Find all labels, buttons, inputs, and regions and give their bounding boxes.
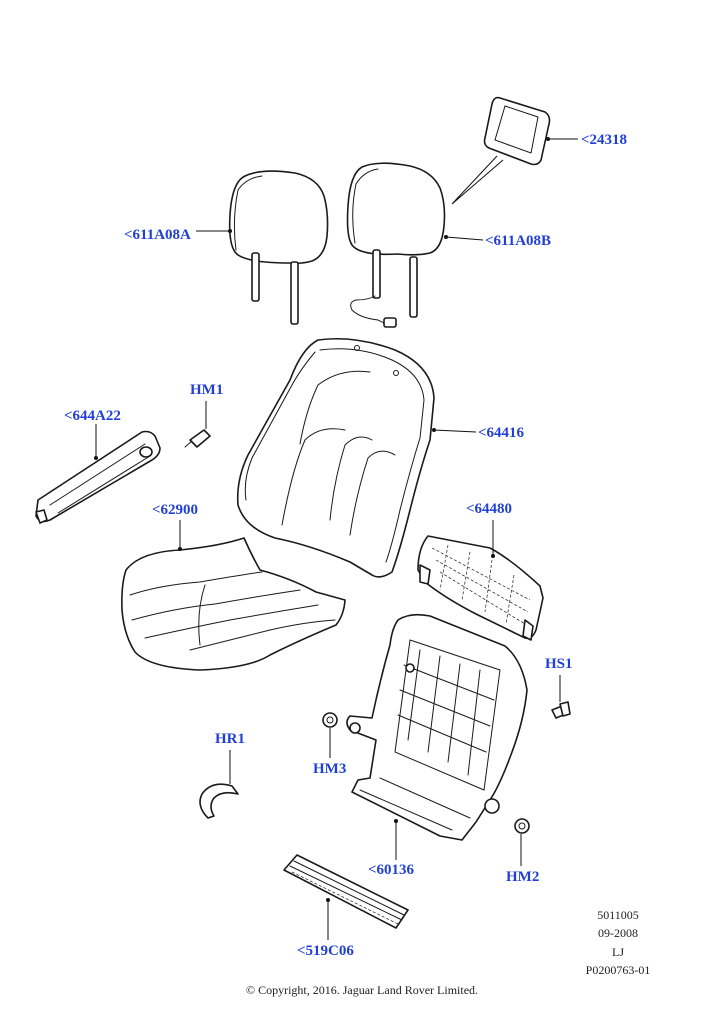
seat-back-part [236,337,477,578]
hm1-fastener-part [184,401,211,448]
info-block-drawing-number: P0200763-01 [585,963,651,977]
back-panel-frame-part [417,520,544,641]
callout-611a08a[interactable]: <611A08A [124,227,191,243]
hm2-nut-part [514,818,530,866]
callout-hm3[interactable]: HM3 [313,761,347,777]
callout-62900[interactable]: <62900 [152,502,199,518]
callout-hr1[interactable]: HR1 [215,731,245,747]
callout-64480[interactable]: <64480 [466,501,513,517]
callout-hs1[interactable]: HS1 [545,656,573,672]
hr1-clip-part [199,750,239,819]
headrest-screen-part [451,96,578,205]
callout-519c06[interactable]: <519C06 [297,943,354,959]
info-block-ref: 5011005 [597,908,639,922]
copyright-notice: © Copyright, 2016. Jaguar Land Rover Lim… [245,983,479,997]
headrest-right-part [346,162,484,328]
callout-hm1[interactable]: HM1 [190,382,224,398]
hm3-nut-part [322,712,338,758]
headrest-left-part [196,170,329,325]
callout-611a08b[interactable]: <611A08B [485,233,552,249]
info-block-code: LJ [612,945,624,959]
callout-644a22[interactable]: <644A22 [64,408,121,424]
info-block-date: 09-2008 [598,926,638,940]
seat-frame-part [346,613,528,860]
callout-24318[interactable]: <24318 [581,132,628,148]
callout-64416[interactable]: <64416 [478,425,525,441]
trim-strip-part [283,854,409,940]
armrest-part [35,424,161,524]
seat-cushion-part [121,520,346,671]
callout-hm2[interactable]: HM2 [506,869,540,885]
callout-60136[interactable]: <60136 [368,862,415,878]
hs1-screw-part [551,675,571,719]
